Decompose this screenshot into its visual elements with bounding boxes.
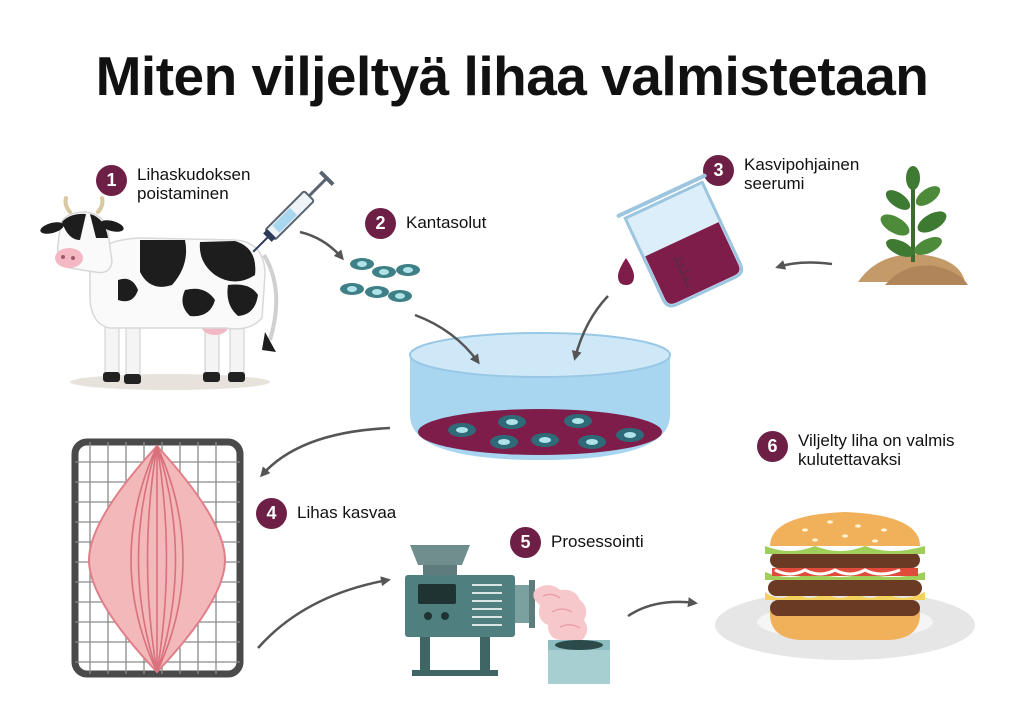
dish-cell <box>564 414 592 428</box>
dish-cell <box>616 428 644 442</box>
arrow-cells-to-dish <box>414 313 480 365</box>
cow-illustration <box>40 196 279 390</box>
dish-cell <box>531 433 559 447</box>
flow-arrows <box>257 230 833 649</box>
plant-illustration <box>858 166 968 285</box>
stem-cell <box>365 286 389 298</box>
meat-grinder-illustration <box>405 545 610 684</box>
arrow-serum-to-dish <box>571 295 609 361</box>
step-6-label: Viljelty liha on valmis kulutettavaksi <box>798 431 955 469</box>
syringe-icon <box>252 170 335 253</box>
step-3-plant-serum: 3 Kasvipohjainen seerumi <box>703 155 859 193</box>
arrow-dish-to-muscle <box>260 426 391 478</box>
serum-drop <box>618 258 634 285</box>
stem-cells-illustration <box>340 258 420 302</box>
step-6-ready-to-eat: 6 Viljelty liha on valmis kulutettavaksi <box>757 431 955 469</box>
step-1-muscle-tissue-removal: 1 Lihaskudoksen poistaminen <box>96 165 250 203</box>
dish-cell <box>490 435 518 449</box>
burger-illustration <box>715 512 975 660</box>
step-1-badge: 1 <box>96 165 127 196</box>
beaker-illustration <box>616 173 744 308</box>
step-2-stem-cells: 2 Kantasolut <box>365 208 486 239</box>
step-5-label: Prosessointi <box>551 532 644 551</box>
step-5-badge: 5 <box>510 527 541 558</box>
step-3-label: Kasvipohjainen seerumi <box>744 155 860 193</box>
stem-cell <box>388 290 412 302</box>
stem-cell <box>350 258 374 270</box>
muscle-scaffold-illustration <box>71 438 244 678</box>
page-title: Miten viljeltyä lihaa valmistetaan <box>95 45 929 107</box>
arrow-muscle-to-grinder <box>257 576 391 649</box>
stem-cell <box>372 266 396 278</box>
stem-cell <box>396 264 420 276</box>
step-5-processing: 5 Prosessointi <box>510 527 644 558</box>
dish-cell <box>578 435 606 449</box>
step-3-badge: 3 <box>703 155 734 186</box>
arrow-cow-to-cells <box>299 230 344 261</box>
step-2-label: Kantasolut <box>406 213 487 232</box>
step-4-badge: 4 <box>256 498 287 529</box>
petri-dish-illustration <box>409 332 671 460</box>
arrow-grinder-to-burger <box>627 597 698 618</box>
step-2-badge: 2 <box>365 208 396 239</box>
step-6-badge: 6 <box>757 431 788 462</box>
stem-cell <box>340 283 364 295</box>
arrow-plant-to-serum <box>775 260 833 270</box>
step-1-label: Lihaskudoksen poistaminen <box>137 165 251 203</box>
dish-cell <box>498 415 526 429</box>
step-4-muscle-grows: 4 Lihas kasvaa <box>256 498 396 529</box>
dish-cell <box>448 423 476 437</box>
step-4-label: Lihas kasvaa <box>297 503 397 522</box>
